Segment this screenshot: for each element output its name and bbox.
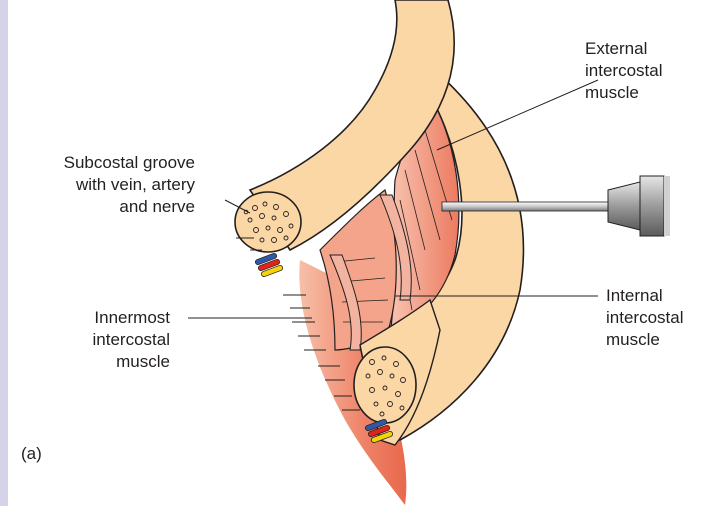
external-intercostal-label: External intercostal muscle: [585, 38, 662, 104]
subcostal-line-2: with vein, artery: [12, 174, 195, 196]
internal-line-1: Internal: [606, 285, 683, 307]
innermost-line-2: intercostal: [40, 329, 170, 351]
subcostal-line-1: Subcostal groove: [12, 152, 195, 174]
internal-line-2: intercostal: [606, 307, 683, 329]
internal-intercostal-label: Internal intercostal muscle: [606, 285, 683, 351]
external-line-1: External: [585, 38, 662, 60]
panel-label: (a): [21, 443, 42, 465]
external-line-3: muscle: [585, 82, 662, 104]
upper-neurovascular-bundle: [258, 256, 280, 274]
innermost-line-3: muscle: [40, 351, 170, 373]
upper-rib-section: [235, 192, 301, 252]
lower-rib-section: [354, 347, 416, 423]
innermost-line-1: Innermost: [40, 307, 170, 329]
external-line-2: intercostal: [585, 60, 662, 82]
innermost-intercostal-label: Innermost intercostal muscle: [40, 307, 170, 373]
internal-line-3: muscle: [606, 329, 683, 351]
subcostal-groove-label: Subcostal groove with vein, artery and n…: [12, 152, 195, 218]
subcostal-line-3: and nerve: [12, 196, 195, 218]
